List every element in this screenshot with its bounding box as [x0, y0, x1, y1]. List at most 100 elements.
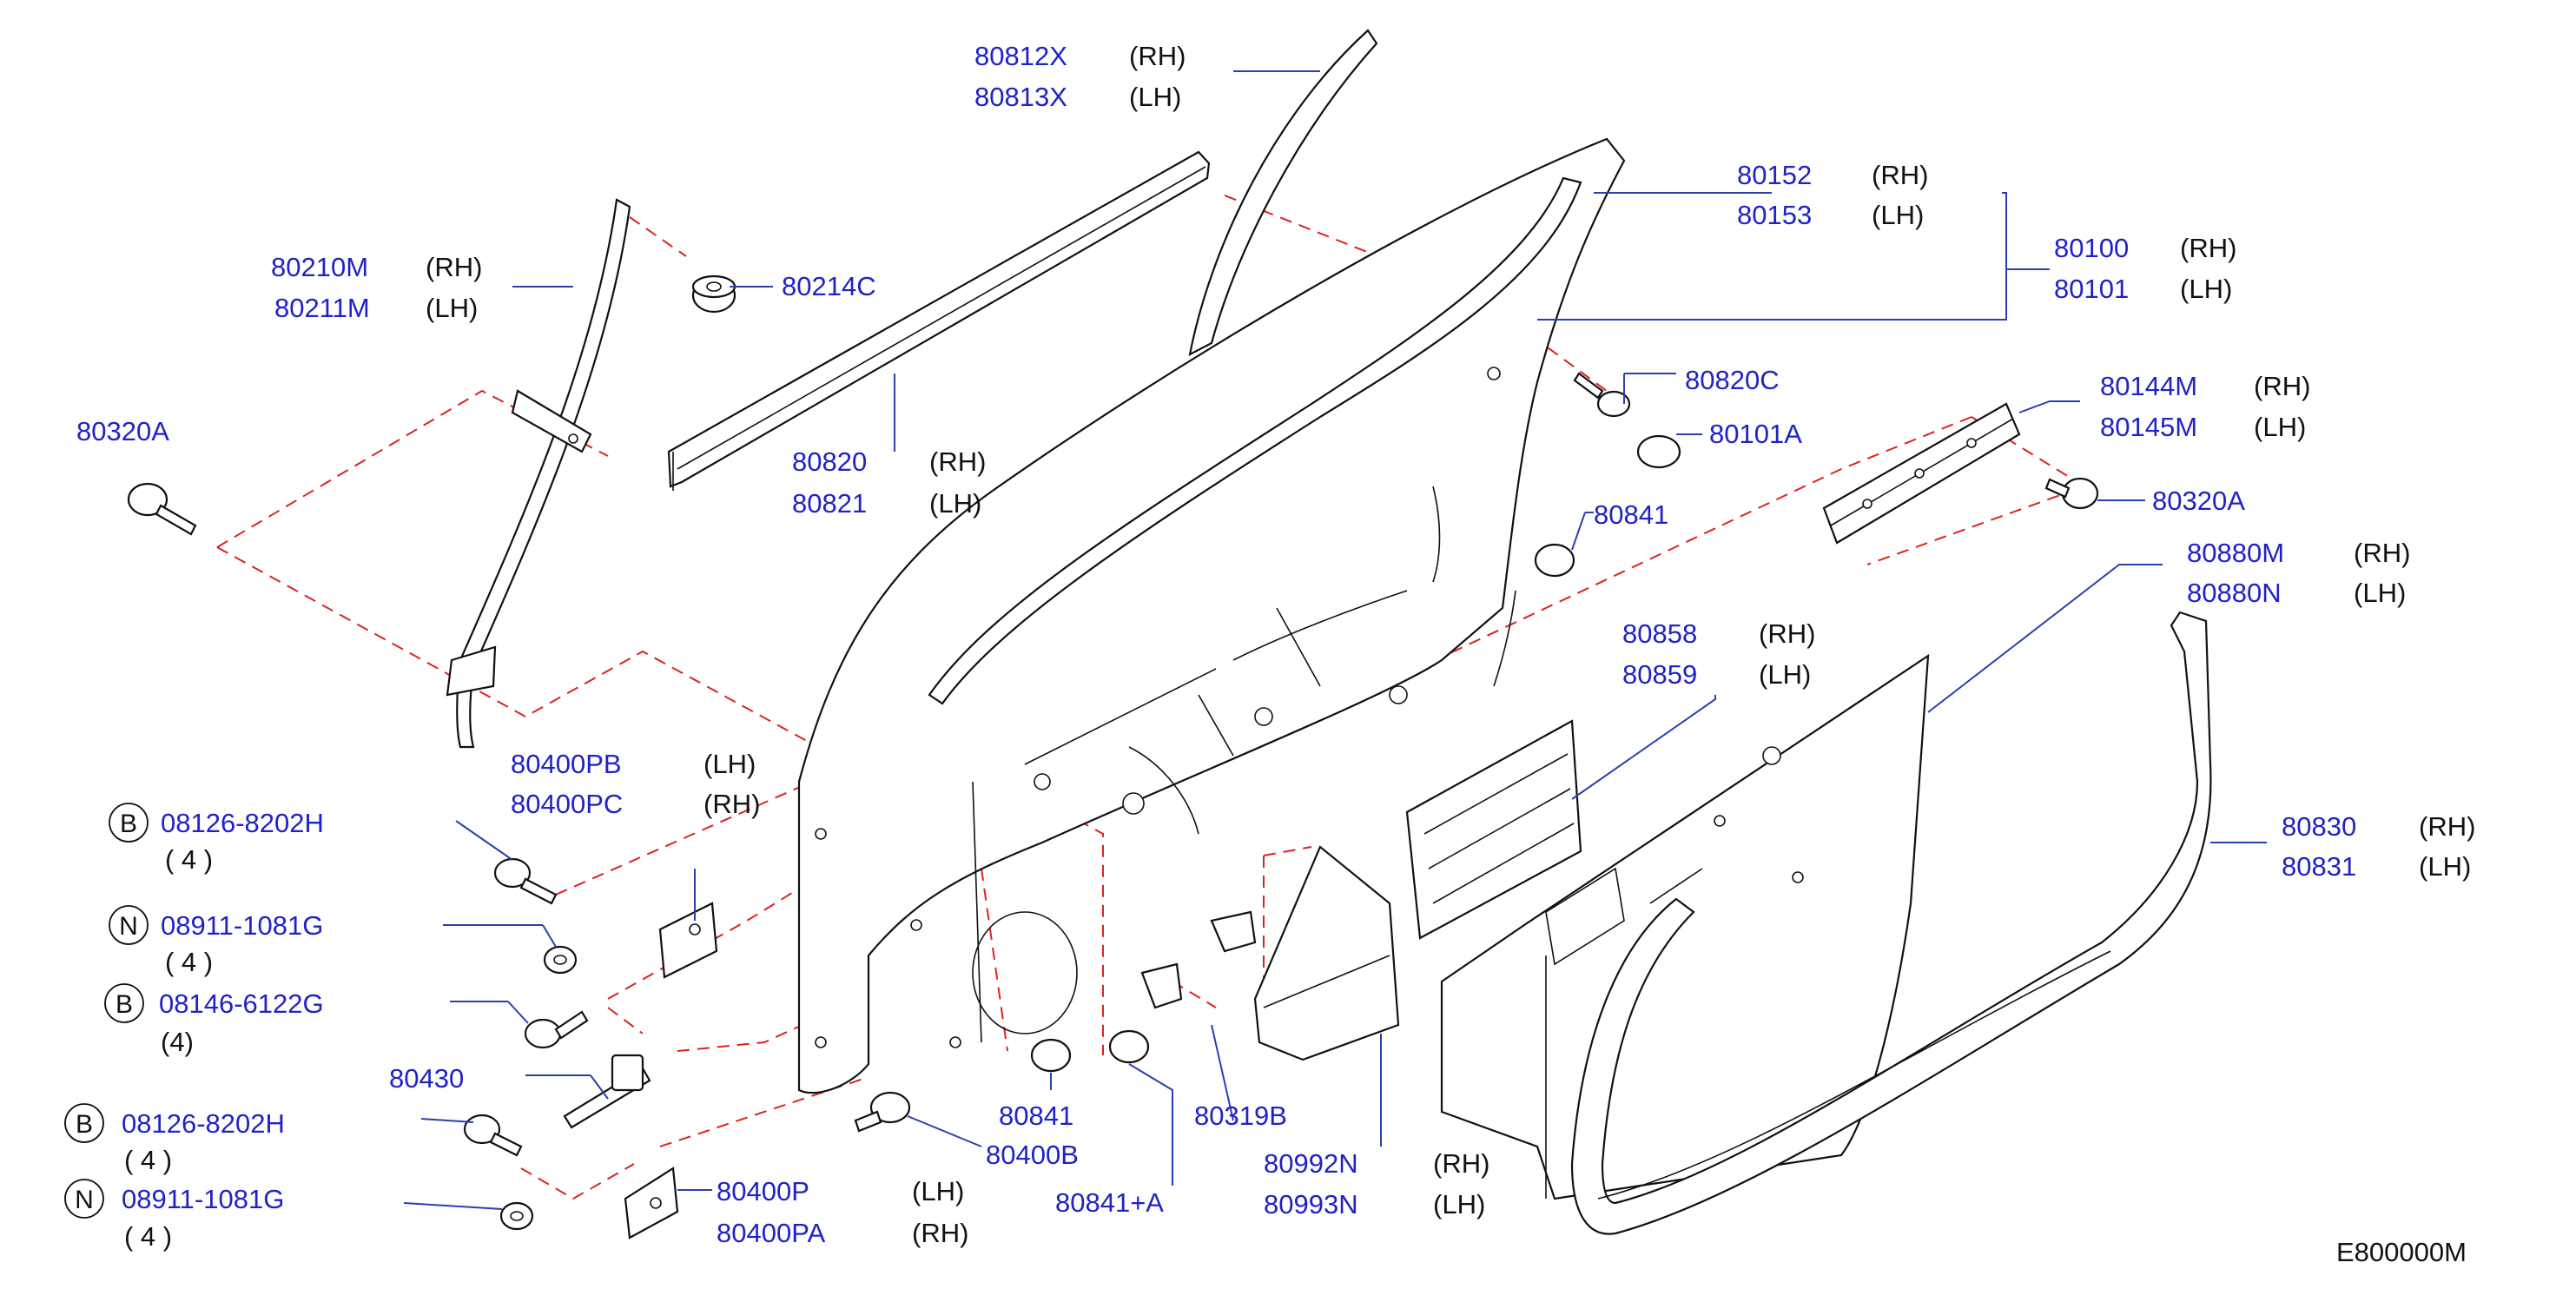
label-80820c[interactable]: 80820C [1685, 365, 1780, 395]
label-80430[interactable]: 80430 [389, 1063, 464, 1094]
label-80820[interactable]: 80820 [792, 446, 867, 477]
label-80821[interactable]: 80821 [792, 488, 867, 519]
side-rh: (RH) [426, 252, 482, 282]
front-sash [446, 198, 631, 749]
label-80841a[interactable]: 80841+A [1055, 1187, 1164, 1218]
qty: (4) [161, 1027, 194, 1057]
qty: ( 4 ) [124, 1145, 172, 1175]
side-rh: (RH) [2254, 371, 2310, 401]
leader-lines [403, 70, 2267, 1210]
glass-run-channel [1188, 29, 1378, 357]
label-80400pc[interactable]: 80400PC [511, 789, 623, 819]
side-lh: (LH) [1872, 200, 1924, 230]
label-80858[interactable]: 80858 [1622, 618, 1697, 649]
label-80859[interactable]: 80859 [1622, 659, 1697, 690]
code-circle-n-1: N [109, 905, 149, 945]
label-08146-6122g[interactable]: 08146-6122G [159, 988, 324, 1019]
side-lh: (LH) [426, 293, 478, 323]
label-80320a-right[interactable]: 80320A [2152, 486, 2245, 516]
bolt-80400b [854, 1091, 911, 1133]
plugs-lower [1030, 1029, 1150, 1073]
side-rh: (RH) [912, 1218, 968, 1248]
door-check [563, 1054, 651, 1129]
pad-80992n [1253, 845, 1400, 1061]
diagram-code: E800000M [2336, 1237, 2467, 1267]
label-80400p[interactable]: 80400P [717, 1176, 809, 1206]
side-lh: (LH) [2419, 851, 2471, 882]
side-lh: (LH) [1759, 659, 1811, 690]
label-80145m[interactable]: 80145M [2100, 412, 2197, 442]
code-circle-b-2: B [104, 983, 144, 1023]
label-08911-1081g-lower[interactable]: 08911-1081G [122, 1184, 284, 1214]
label-80400b[interactable]: 80400B [986, 1140, 1079, 1170]
side-rh: (RH) [1433, 1148, 1489, 1179]
code-circle-b-3: B [64, 1103, 104, 1143]
label-80320a-left[interactable]: 80320A [76, 416, 169, 446]
svg-text:N: N [75, 1186, 94, 1214]
label-80992n[interactable]: 80992N [1264, 1148, 1358, 1179]
label-80813x[interactable]: 80813X [974, 82, 1067, 112]
label-80100[interactable]: 80100 [2054, 233, 2129, 263]
label-80880n[interactable]: 80880N [2187, 578, 2282, 608]
side-lh: (LH) [1433, 1189, 1485, 1220]
label-08126-8202h-upper[interactable]: 08126-8202H [161, 808, 324, 838]
side-lh: (LH) [703, 749, 756, 779]
bolt-left-80320a [127, 482, 197, 536]
label-80210m[interactable]: 80210M [271, 252, 368, 282]
label-80211m[interactable]: 80211M [274, 293, 370, 323]
door-trim-board [1440, 653, 1930, 1200]
sealing-screen [1405, 719, 1582, 940]
svg-text:B: B [76, 1110, 93, 1139]
label-80841-bottom[interactable]: 80841 [999, 1101, 1073, 1131]
label-80214c[interactable]: 80214C [782, 271, 876, 301]
hinge-reinforcement-bar [1822, 402, 2021, 545]
code-circle-n-2: N [64, 1179, 104, 1219]
label-80831[interactable]: 80831 [2282, 851, 2356, 882]
label-80153[interactable]: 80153 [1737, 200, 1812, 230]
door-weatherstrip [1570, 611, 2212, 1235]
svg-text:B: B [120, 810, 137, 838]
bolt-08146 [524, 1010, 589, 1049]
label-80319b[interactable]: 80319B [1194, 1101, 1287, 1131]
hinge-upper [658, 902, 718, 979]
belt-moulding [667, 150, 1211, 491]
label-80830[interactable]: 80830 [2282, 811, 2356, 842]
bolt-08126-upper [493, 857, 558, 905]
label-80101a[interactable]: 80101A [1709, 419, 1802, 449]
bushing-80214c [691, 274, 736, 314]
label-80841-top[interactable]: 80841 [1594, 499, 1668, 530]
qty: ( 4 ) [124, 1221, 172, 1252]
svg-text:N: N [119, 912, 138, 941]
side-rh: (RH) [1129, 41, 1186, 71]
side-lh: (LH) [2354, 578, 2406, 608]
label-80993n[interactable]: 80993N [1264, 1189, 1358, 1220]
hinge-lower [624, 1167, 679, 1239]
side-rh: (RH) [703, 789, 760, 819]
label-80152[interactable]: 80152 [1737, 160, 1812, 190]
bolt-08126-lower [463, 1114, 523, 1157]
label-80812x[interactable]: 80812X [974, 41, 1067, 71]
nut-08911-upper [543, 945, 578, 975]
label-08126-8202h-lower[interactable]: 08126-8202H [122, 1108, 285, 1139]
side-lh: (LH) [929, 488, 981, 519]
nut-08911-lower [499, 1201, 534, 1231]
side-rh: (RH) [2354, 538, 2410, 568]
label-80101[interactable]: 80101 [2054, 274, 2129, 304]
screw-80820c [1573, 372, 1631, 418]
side-lh: (LH) [2180, 274, 2232, 304]
plugs-upper [1534, 434, 1681, 578]
side-lh: (LH) [912, 1176, 964, 1206]
side-rh: (RH) [2180, 233, 2236, 263]
label-08911-1081g-upper[interactable]: 08911-1081G [161, 910, 323, 941]
side-rh: (RH) [929, 446, 986, 477]
qty: ( 4 ) [165, 947, 213, 977]
side-lh: (LH) [2254, 412, 2306, 442]
label-80400pb[interactable]: 80400PB [511, 749, 622, 779]
side-rh: (RH) [1759, 618, 1815, 649]
label-80880m[interactable]: 80880M [2187, 538, 2284, 568]
side-rh: (RH) [2419, 811, 2475, 842]
label-80400pa[interactable]: 80400PA [717, 1218, 826, 1248]
side-lh: (LH) [1129, 82, 1181, 112]
label-80144m[interactable]: 80144M [2100, 371, 2197, 401]
